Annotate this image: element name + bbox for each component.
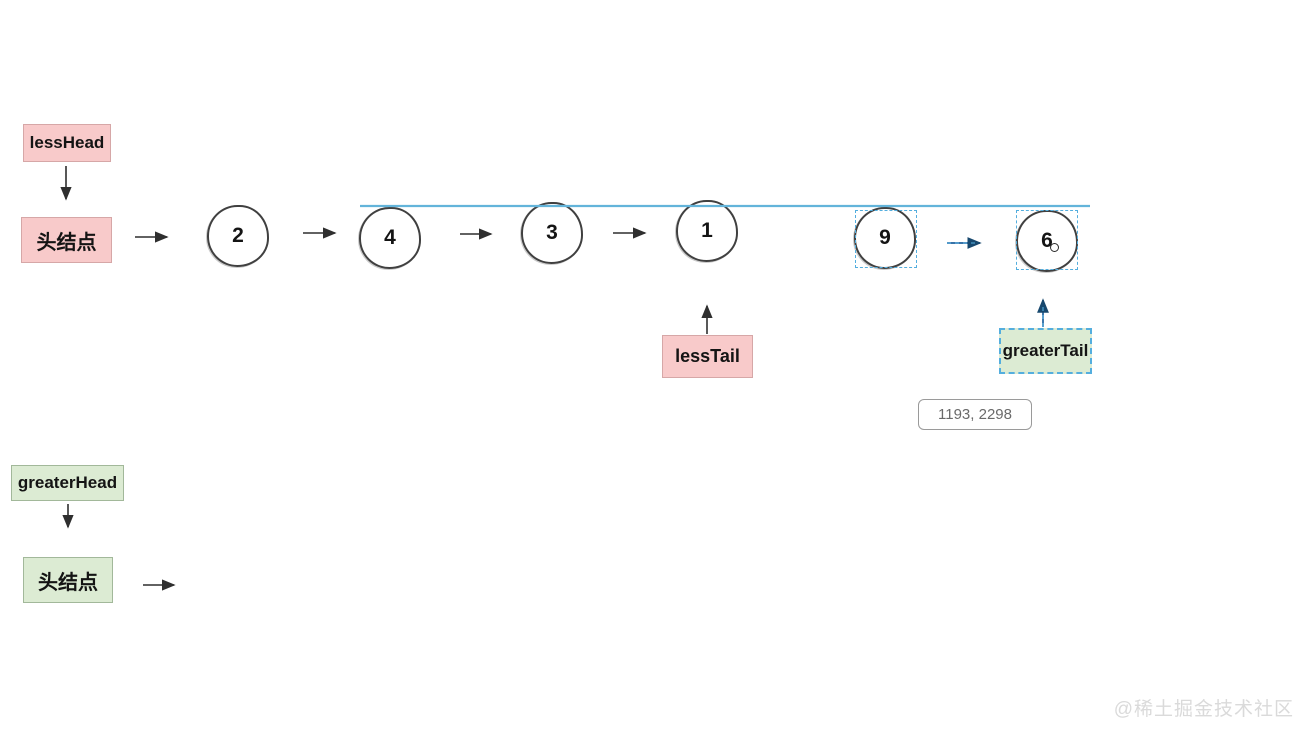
node-value: 9: [879, 226, 891, 249]
coordinate-tooltip: 1193, 2298: [918, 399, 1032, 430]
list-node-3[interactable]: 3: [521, 202, 583, 264]
greater-head-label: greaterHead: [17, 473, 118, 492]
coordinate-tooltip-text: 1193, 2298: [938, 406, 1012, 423]
list-node-1[interactable]: 1: [676, 200, 738, 262]
less-head-node-box[interactable]: 头结点: [21, 217, 112, 263]
node-value: 1: [701, 219, 713, 242]
selection-box-node-9[interactable]: [855, 210, 917, 268]
less-tail-label: lessTail: [675, 346, 740, 366]
less-tail-box[interactable]: lessTail: [662, 335, 753, 378]
less-head-box[interactable]: lessHead: [23, 124, 111, 162]
greater-tail-label: greaterTail: [1002, 341, 1089, 360]
greater-tail-box[interactable]: greaterTail: [999, 328, 1092, 374]
node-value: 6: [1041, 229, 1053, 252]
less-head-label: lessHead: [29, 133, 105, 152]
list-node-4[interactable]: 4: [359, 207, 421, 269]
node-value: 2: [232, 224, 244, 247]
less-head-node-label: 头结点: [36, 231, 97, 254]
list-node-2[interactable]: 2: [207, 205, 269, 267]
node-value: 4: [384, 226, 396, 249]
watermark-text: @稀土掘金技术社区: [1113, 699, 1294, 720]
greater-head-node-label: 头结点: [38, 571, 98, 594]
greater-head-box[interactable]: greaterHead: [11, 465, 124, 501]
node-value: 3: [546, 221, 558, 244]
greater-head-node-box[interactable]: 头结点: [23, 557, 113, 603]
watermark: @稀土掘金技术社区: [1114, 694, 1294, 721]
small-circle-cursor-icon: [1050, 243, 1059, 252]
selection-box-node-6[interactable]: [1016, 210, 1078, 270]
